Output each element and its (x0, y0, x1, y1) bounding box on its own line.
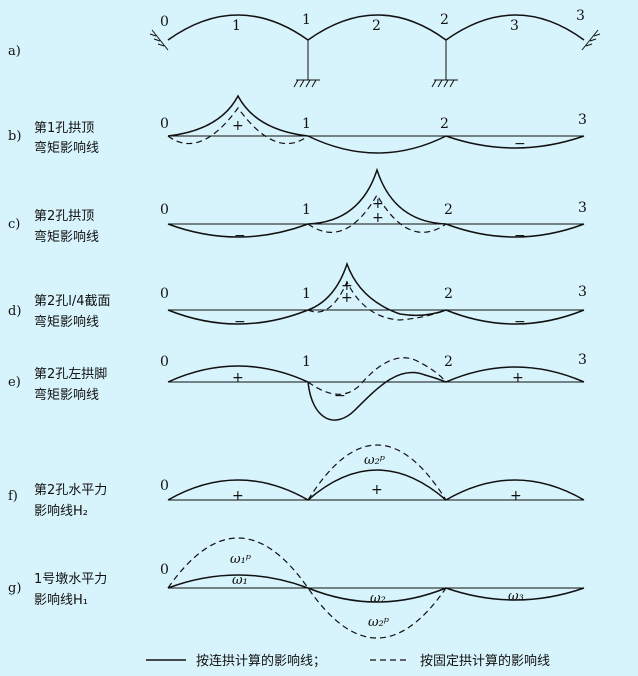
row-e: e) 第2孔左拱脚 弯矩影响线 0 1 2 3 + − + (8, 352, 587, 421)
row-f-sign-plus-2: + (371, 482, 383, 498)
row-e-sign-plus-2: + (512, 370, 524, 386)
legend: 按连拱计算的影响线； 按固定拱计算的影响线 (146, 653, 550, 669)
row-g-omega2-p: ω₂ᵖ (368, 615, 389, 630)
fixed-support-right-icon (581, 29, 601, 51)
row-b-node-3: 3 (578, 112, 587, 128)
row-d-sign-plus-2: + (341, 290, 353, 306)
tag-f: f) (8, 489, 18, 504)
row-g-node-0: 0 (160, 562, 169, 578)
row-b: b) 第1孔拱顶 弯矩影响线 0 1 2 3 + − (8, 94, 587, 156)
row-g-title-2: 影响线H₁ (34, 592, 88, 608)
row-b-node-1: 1 (302, 116, 311, 132)
fixed-support-left-icon (149, 29, 169, 51)
row-f-sign-plus-3: + (510, 488, 522, 504)
row-d-sign-plus-1: + (341, 278, 353, 294)
row-d-node-3: 3 (578, 284, 587, 300)
row-c-node-2: 2 (444, 202, 453, 218)
row-c-node-0: 0 (160, 202, 169, 218)
row-e-solid-line (167, 365, 585, 421)
tag-g: g) (8, 581, 21, 596)
arch-1 (167, 14, 309, 41)
row-g-solid-line (167, 574, 585, 603)
structure-figure: a) (8, 8, 601, 88)
arch-2 (307, 14, 447, 41)
row-g-omega3: ω₃ (508, 589, 524, 604)
row-d-title-2: 弯矩影响线 (34, 314, 99, 330)
row-e-node-2: 2 (444, 354, 453, 370)
row-c-node-1: 1 (302, 202, 311, 218)
tag-b: b) (8, 129, 21, 144)
row-e-sign-minus: − (334, 388, 346, 404)
row-g-omega1: ω₁ (232, 573, 248, 588)
row-f: f) 第2孔水平力 影响线H₂ 0 ω₂ᵖ + + + (8, 444, 585, 519)
row-g-dashed-line (167, 537, 447, 639)
row-d-node-0: 0 (160, 286, 169, 302)
row-g-omega1-p: ω₁ᵖ (230, 552, 251, 567)
row-f-solid-line (167, 469, 585, 501)
row-b-title-2: 弯矩影响线 (34, 140, 99, 156)
row-c-solid-line (167, 167, 585, 238)
row-c-sign-plus-1: + (372, 196, 384, 212)
row-d-solid-line (167, 261, 585, 325)
row-b-node-2: 2 (440, 116, 449, 132)
row-e-node-0: 0 (160, 354, 169, 370)
support-label-0: 0 (160, 14, 169, 30)
tag-e: e) (8, 375, 21, 390)
row-e-node-3: 3 (578, 352, 587, 368)
row-f-node-0: 0 (160, 478, 169, 494)
support-label-3: 3 (576, 8, 585, 24)
row-e-sign-plus-1: + (232, 370, 244, 386)
tag-d: d) (8, 304, 21, 319)
row-b-dashed-line (167, 106, 309, 145)
row-c-node-3: 3 (578, 200, 587, 216)
row-e-title-2: 弯矩影响线 (34, 387, 99, 403)
row-d-sign-minus-1: − (234, 314, 246, 330)
row-b-sign-plus: + (232, 118, 244, 134)
legend-dashed-text: 按固定拱计算的影响线 (420, 653, 550, 669)
row-g: g) 1号墩水平力 影响线H₁ 0 ω₁ᵖ ω₁ ω₂ ω₃ ω₂ᵖ (8, 537, 585, 639)
pier-base-1-icon (293, 79, 320, 88)
support-label-2: 2 (440, 12, 449, 28)
row-d: d) 第2孔l/4截面 弯矩影响线 0 1 2 3 − + + − (8, 261, 587, 330)
arch-label-1: 1 (232, 18, 241, 34)
row-e-node-1: 1 (302, 354, 311, 370)
arch-3 (445, 14, 585, 41)
row-b-node-0: 0 (160, 116, 169, 132)
row-f-omega-p: ω₂ᵖ (364, 453, 385, 468)
row-c-sign-minus-1: − (234, 228, 246, 244)
legend-solid-text: 按连拱计算的影响线； (196, 653, 326, 669)
row-c-title-1: 第2孔拱顶 (34, 209, 94, 224)
row-d-sign-minus-2: − (514, 314, 526, 330)
row-c-sign-minus-2: − (514, 228, 526, 244)
row-e-dashed-line (307, 357, 447, 395)
row-d-title-1: 第2孔l/4截面 (34, 294, 111, 309)
row-g-omega2: ω₂ (370, 591, 386, 606)
row-c: c) 第2孔拱顶 弯矩影响线 0 1 2 3 − + + − (8, 167, 587, 245)
row-d-node-2: 2 (444, 286, 453, 302)
tag-c: c) (8, 217, 20, 232)
pier-base-2-icon (431, 79, 458, 88)
support-label-1: 1 (302, 12, 311, 28)
row-f-sign-plus-1: + (232, 488, 244, 504)
row-f-title-1: 第2孔水平力 (34, 483, 107, 498)
row-b-solid-line (167, 94, 585, 154)
row-e-title-1: 第2孔左拱脚 (34, 366, 107, 382)
row-d-node-1: 1 (302, 286, 311, 302)
row-f-dashed-line (307, 444, 447, 501)
arch-label-2: 2 (372, 18, 381, 34)
row-f-title-2: 影响线H₂ (34, 503, 88, 519)
row-b-sign-minus: − (514, 136, 526, 152)
arch-label-3: 3 (510, 18, 519, 34)
row-c-title-2: 弯矩影响线 (34, 229, 99, 245)
row-b-title-1: 第1孔拱顶 (34, 121, 94, 136)
row-c-dashed-line (307, 193, 447, 233)
row-d-dashed-line (307, 280, 447, 321)
row-g-title-1: 1号墩水平力 (34, 572, 107, 587)
row-c-sign-plus-2: + (372, 210, 384, 226)
tag-a: a) (8, 44, 21, 59)
